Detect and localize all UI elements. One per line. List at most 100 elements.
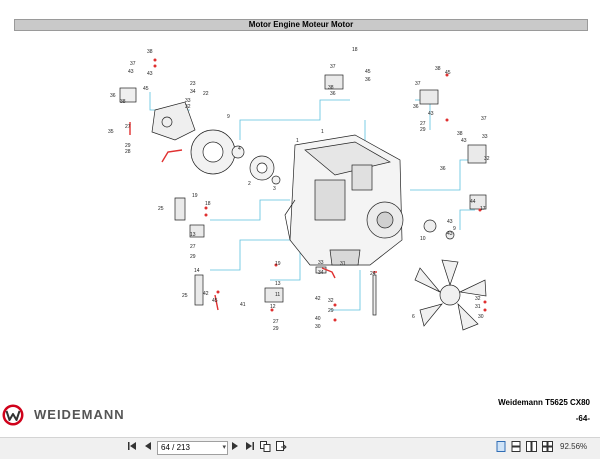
svg-text:34: 34: [318, 270, 324, 276]
svg-text:37: 37: [330, 64, 336, 70]
last-page-icon[interactable]: [244, 441, 256, 455]
svg-text:36: 36: [330, 91, 336, 97]
section-title-bar: Motor Engine Moteur Motor: [14, 19, 588, 31]
svg-text:27: 27: [125, 124, 131, 130]
svg-text:33: 33: [318, 260, 324, 266]
svg-text:35: 35: [108, 129, 114, 135]
zoom-level[interactable]: 92.56%: [560, 442, 588, 451]
svg-text:45: 45: [143, 86, 149, 92]
first-page-icon[interactable]: [126, 441, 138, 455]
svg-text:44: 44: [470, 199, 476, 205]
svg-text:27: 27: [273, 319, 279, 325]
svg-text:36: 36: [440, 166, 446, 172]
svg-text:1: 1: [321, 129, 324, 135]
copy-pages-icon[interactable]: [259, 441, 271, 455]
svg-text:42: 42: [315, 296, 321, 302]
svg-text:25: 25: [182, 293, 188, 299]
svg-text:40: 40: [315, 316, 321, 322]
svg-text:45: 45: [365, 69, 371, 75]
svg-text:38: 38: [328, 85, 334, 91]
thumbnail-grid-icon[interactable]: [541, 441, 553, 455]
svg-text:36: 36: [110, 93, 116, 99]
svg-text:38: 38: [435, 66, 441, 72]
svg-text:43: 43: [428, 111, 434, 117]
svg-text:10: 10: [420, 236, 426, 242]
svg-text:37: 37: [130, 61, 136, 67]
svg-text:43: 43: [447, 231, 453, 237]
document-page: Motor Engine Moteur Motor: [2, 19, 590, 426]
svg-text:18: 18: [205, 201, 211, 207]
svg-text:45: 45: [212, 298, 218, 304]
svg-text:33: 33: [185, 98, 191, 104]
svg-text:43: 43: [128, 69, 134, 75]
svg-text:13: 13: [275, 281, 281, 287]
svg-text:27: 27: [420, 121, 426, 127]
svg-text:19: 19: [275, 261, 281, 267]
svg-text:36: 36: [413, 104, 419, 110]
svg-text:29: 29: [273, 326, 279, 332]
svg-text:3: 3: [273, 186, 276, 192]
svg-text:22: 22: [203, 91, 209, 97]
svg-text:32: 32: [328, 298, 334, 304]
svg-text:30: 30: [478, 314, 484, 320]
svg-text:33: 33: [482, 134, 488, 140]
svg-text:14: 14: [194, 268, 200, 274]
svg-text:42: 42: [203, 291, 209, 297]
svg-text:11: 11: [275, 292, 280, 298]
svg-text:9: 9: [453, 226, 456, 232]
single-page-view-icon[interactable]: [495, 441, 507, 455]
svg-text:28: 28: [125, 149, 131, 155]
svg-text:23: 23: [190, 81, 196, 87]
svg-text:27: 27: [190, 244, 196, 250]
two-page-view-icon[interactable]: [525, 441, 537, 455]
svg-text:18: 18: [352, 47, 358, 53]
svg-text:45: 45: [445, 70, 451, 76]
svg-text:36: 36: [365, 77, 371, 83]
svg-text:29: 29: [420, 127, 426, 133]
svg-text:9: 9: [227, 114, 230, 120]
svg-text:17: 17: [480, 206, 486, 212]
export-page-icon[interactable]: [275, 441, 287, 455]
svg-text:38: 38: [120, 99, 126, 105]
svg-text:32: 32: [185, 104, 191, 110]
svg-text:25: 25: [158, 206, 164, 212]
pdf-viewer-toolbar: 64 / 213 ▾ 92.56%: [0, 437, 600, 459]
next-page-icon[interactable]: [229, 441, 241, 455]
svg-text:32: 32: [475, 296, 481, 302]
svg-text:13: 13: [190, 232, 196, 238]
weidemann-logo-icon: [2, 404, 24, 426]
svg-text:30: 30: [315, 324, 321, 330]
model-name: Weidemann T5625 CX80: [498, 398, 590, 407]
svg-text:38: 38: [147, 49, 153, 55]
svg-text:34: 34: [190, 89, 196, 95]
svg-text:43: 43: [447, 219, 453, 225]
svg-text:29: 29: [190, 254, 196, 260]
page-label: -64-: [575, 414, 590, 423]
svg-text:43: 43: [461, 138, 467, 144]
svg-text:12: 12: [270, 304, 276, 310]
svg-text:37: 37: [415, 81, 421, 87]
svg-text:32: 32: [484, 156, 490, 162]
svg-text:31: 31: [340, 261, 346, 267]
svg-text:37: 37: [481, 116, 487, 122]
svg-text:6: 6: [412, 314, 415, 320]
svg-text:29: 29: [328, 308, 334, 314]
previous-page-icon[interactable]: [142, 441, 154, 455]
svg-text:31: 31: [475, 304, 481, 310]
svg-text:19: 19: [192, 193, 198, 199]
page-number-value: 64 / 213: [161, 443, 190, 452]
chevron-down-icon[interactable]: ▾: [222, 444, 226, 451]
continuous-view-icon[interactable]: [510, 441, 522, 455]
svg-text:38: 38: [457, 131, 463, 137]
brand-name: WEIDEMANN: [34, 407, 125, 422]
svg-text:29: 29: [125, 143, 131, 149]
svg-text:4: 4: [238, 146, 241, 152]
svg-text:41: 41: [240, 302, 246, 308]
svg-text:24: 24: [370, 271, 376, 277]
svg-text:1: 1: [296, 138, 299, 144]
section-title: Motor Engine Moteur Motor: [248, 20, 354, 29]
page-number-input[interactable]: 64 / 213 ▾: [157, 441, 228, 455]
svg-text:2: 2: [248, 181, 251, 187]
svg-text:43: 43: [147, 71, 153, 77]
